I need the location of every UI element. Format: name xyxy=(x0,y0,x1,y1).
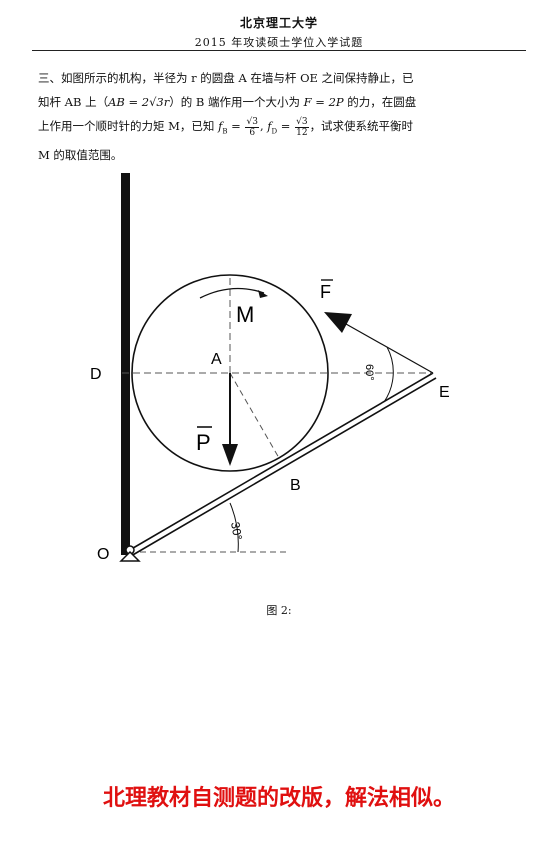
fraction-denominator: 6 xyxy=(249,127,256,138)
rod-oe xyxy=(127,372,437,557)
label-a: A xyxy=(211,351,222,368)
label-f: F xyxy=(320,282,331,302)
support-o xyxy=(119,550,141,562)
wall xyxy=(121,173,130,555)
weight-arrowhead xyxy=(222,444,238,466)
problem-line-1: 三、如图所示的机构，半径为 r 的圆盘 A 在墙与杆 OE 之间保持静止，已 xyxy=(38,71,414,85)
problem-line-4: M 的取值范围。 xyxy=(38,148,123,163)
friction-b-symbol: f xyxy=(218,119,223,133)
label-p: P xyxy=(196,430,211,455)
page-header: 北京理工大学 2015 年攻读硕士学位入学试题 xyxy=(0,14,558,50)
red-note: 北理教材自测题的改版，解法相似。 xyxy=(102,785,455,811)
figure-caption: 图 2: xyxy=(266,604,292,617)
problem-text: ）的 B 端作用一个大小为 xyxy=(169,95,304,109)
fraction-numerator: √3 xyxy=(245,116,259,128)
angle-label-30: 30° xyxy=(228,521,245,542)
problem-text: 上作用一个顺时针的力矩 M，已知 xyxy=(38,119,219,133)
problem-text: ，试求使系统平衡时 xyxy=(309,119,414,133)
label-d: D xyxy=(90,366,102,383)
radius-to-b xyxy=(229,372,280,459)
label-o: O xyxy=(97,546,109,563)
label-b: B xyxy=(290,477,301,494)
problem-line-2: 知杆 AB 上（AB = 2√3r）的 B 端作用一个大小为 F = 2P 的力… xyxy=(38,90,522,114)
label-e: E xyxy=(439,384,450,401)
angle-arc-30 xyxy=(229,502,239,553)
fraction-numerator: √3 xyxy=(295,116,309,128)
force-arrowhead xyxy=(324,312,352,333)
disk-a xyxy=(131,274,329,472)
mechanism-figure: 30° M P F 60° A D E B O xyxy=(0,160,558,604)
label-m: M xyxy=(236,302,254,327)
angle-arc-60 xyxy=(383,346,394,403)
university-name: 北京理工大学 xyxy=(239,16,318,30)
problem-text: 知杆 AB 上（ xyxy=(38,95,109,109)
problem-text: 的力，在圆盘 xyxy=(343,95,417,109)
math-force: F = 2P xyxy=(303,95,344,109)
problem-statement: 三、如图所示的机构，半径为 r 的圆盘 A 在墙与杆 OE 之间保持静止，已 知… xyxy=(38,66,522,167)
math-ab: AB = 2√3r xyxy=(108,95,170,109)
mechanism-diagram: 30° M P F 60° A D E B O xyxy=(90,173,450,563)
moment-arrowhead xyxy=(258,290,268,298)
header-rule xyxy=(32,50,526,51)
exam-title: 2015 年攻读硕士学位入学试题 xyxy=(194,36,364,49)
moment-arc xyxy=(199,287,265,299)
force-line xyxy=(345,323,434,374)
fraction-denominator: 12 xyxy=(296,127,308,138)
friction-d-subscript: D xyxy=(271,127,278,136)
friction-d-symbol: f xyxy=(267,119,272,133)
friction-b-subscript: B xyxy=(222,127,228,136)
angle-label-60: 60° xyxy=(363,364,375,381)
